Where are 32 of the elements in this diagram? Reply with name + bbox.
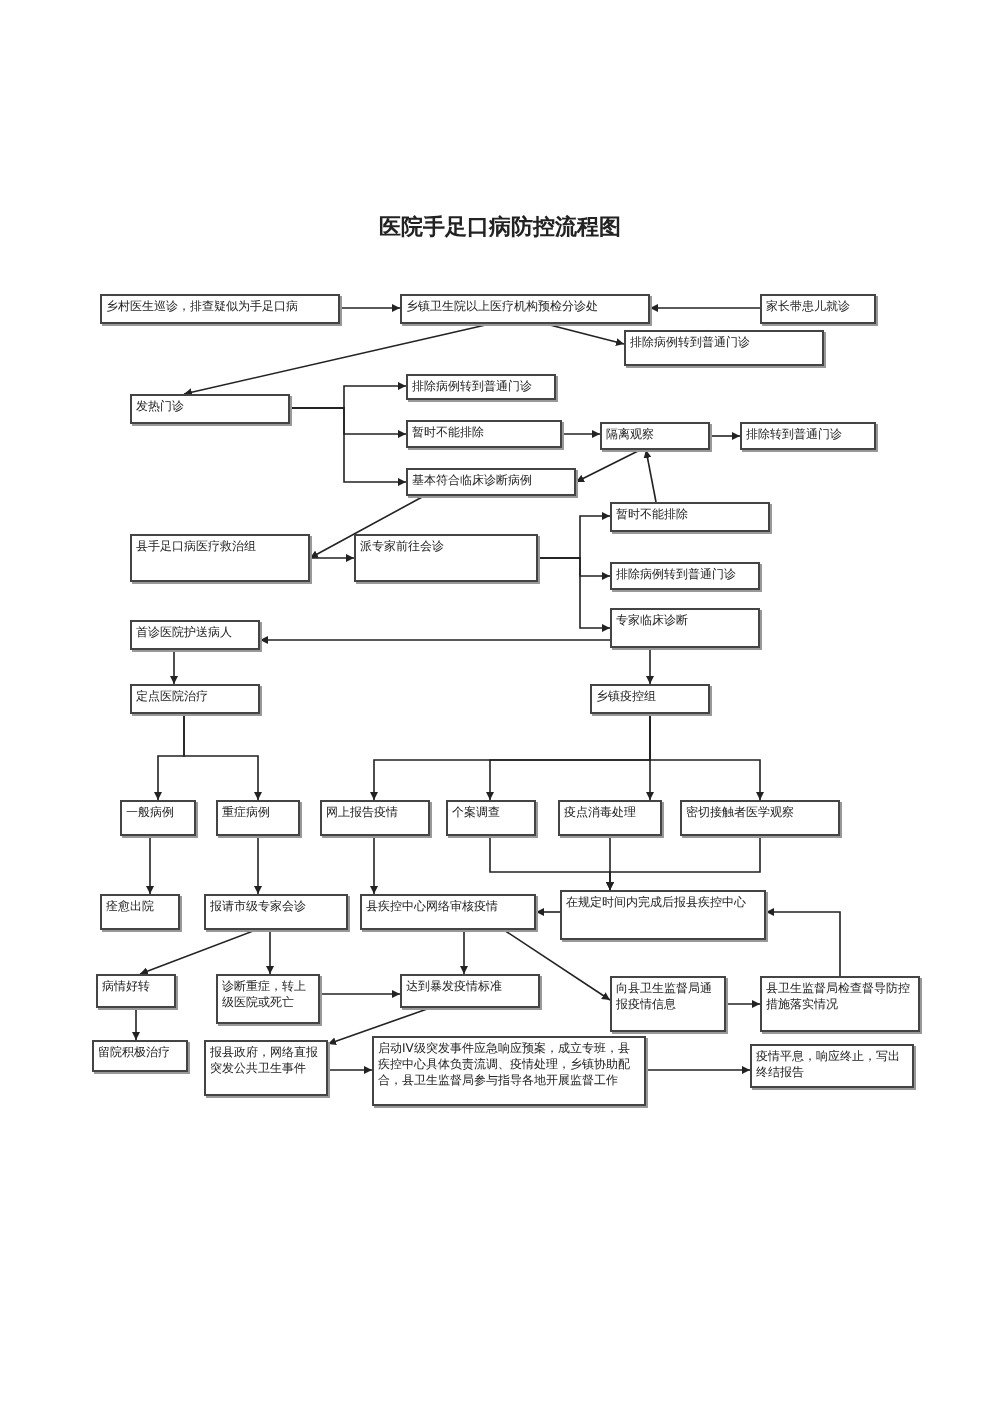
arrow: [132, 1007, 140, 1041]
arrow: [370, 835, 378, 895]
arrow: [266, 929, 274, 975]
arrow: [139, 929, 257, 975]
arrow: [146, 835, 154, 895]
arrow: [183, 713, 262, 801]
arrow: [309, 495, 425, 559]
arrow: [503, 929, 611, 1001]
arrow: [259, 636, 611, 644]
arrow: [460, 929, 468, 975]
arrow: [535, 908, 561, 916]
arrow: [339, 304, 401, 312]
arrow: [643, 449, 657, 503]
arrow: [725, 1000, 761, 1008]
arrow: [289, 407, 407, 486]
arrow: [327, 1007, 431, 1046]
arrow: [646, 647, 654, 685]
arrow: [709, 432, 741, 440]
title: 医院手足口病防控流程图: [377, 212, 623, 242]
arrow: [575, 449, 641, 483]
arrow: [327, 1066, 373, 1074]
arrow: [254, 835, 262, 895]
arrow: [649, 713, 764, 801]
arrow: [319, 990, 401, 998]
arrow: [765, 908, 841, 977]
arrow: [170, 649, 178, 685]
arrow: [606, 835, 761, 891]
arrow: [649, 304, 761, 312]
arrow: [537, 557, 611, 632]
arrow: [645, 1066, 751, 1074]
arrow: [561, 430, 601, 438]
arrow: [309, 554, 355, 562]
